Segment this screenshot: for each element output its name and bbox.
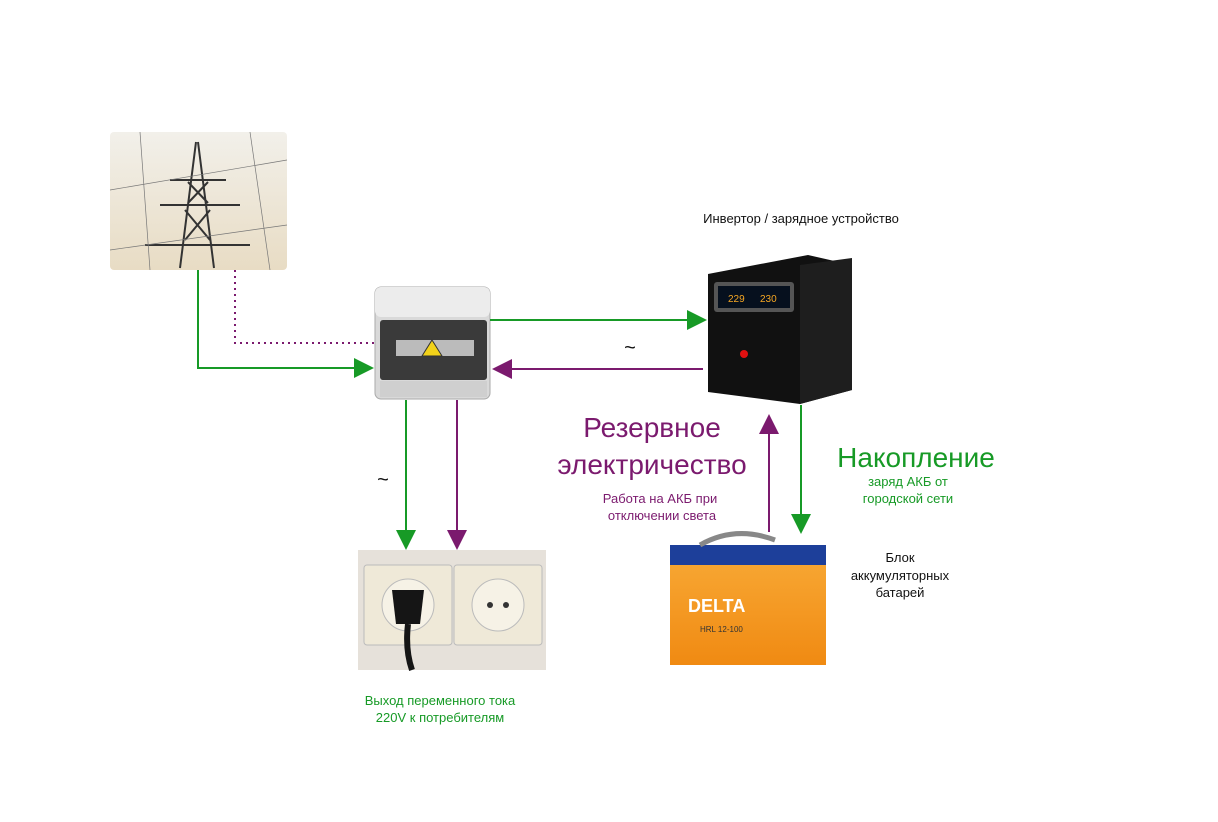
grid-dotted-line	[234, 270, 375, 344]
battery-model: HRL 12-100	[700, 625, 743, 634]
backup-title-line2: электричество	[557, 449, 746, 480]
battery-label-line2: аккумуляторных	[851, 568, 950, 583]
connections	[197, 270, 811, 550]
storage-title: Накопление	[837, 442, 995, 473]
ac-symbol-top: ~	[624, 337, 636, 359]
battery-label-line3: батарей	[876, 585, 925, 600]
backup-subtitle-line2: отключении света	[608, 508, 717, 523]
wall-socket-image	[358, 550, 546, 671]
power-line-tower-image	[109, 131, 288, 271]
ac-symbol-left: ~	[377, 469, 389, 491]
storage-subtitle-line1: заряд АКБ от	[868, 474, 948, 489]
backup-title-line1: Резервное	[583, 412, 721, 443]
backup-subtitle-line1: Работа на АКБ при	[603, 491, 717, 506]
inverter-display-output: 230	[760, 294, 777, 305]
battery-image: DELTA HRL 12-100	[670, 531, 826, 665]
storage-subtitle-line2: городской сети	[863, 491, 953, 506]
battery-brand: DELTA	[688, 596, 745, 616]
inverter-image: 229 230	[708, 255, 852, 404]
grid-to-box-arrow	[197, 270, 374, 378]
inverter-label: Инвертор / зарядное устройство	[703, 211, 899, 226]
distribution-box-image	[374, 286, 491, 400]
output-label-line1: Выход переменного тока	[365, 693, 516, 708]
output-label-line2: 220V к потребителям	[376, 710, 504, 725]
inverter-display-input: 229	[728, 294, 745, 305]
power-indicator-icon	[740, 350, 748, 358]
battery-label-line1: Блок	[885, 550, 914, 565]
